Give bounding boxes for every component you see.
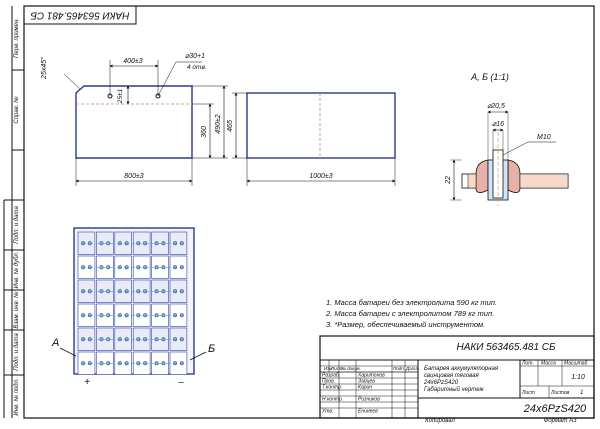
plan-plus: + (84, 377, 90, 388)
cell-terminal (99, 265, 104, 270)
role-approved: Утв. (322, 409, 333, 415)
sheets-value: 1 (580, 390, 583, 396)
footer-format: Формат А3 (544, 418, 577, 424)
sheet-label: Лист (521, 390, 535, 396)
col-header-sheet: Лист (330, 366, 343, 371)
battery-cell (169, 327, 188, 351)
sheets-label: Листов (550, 390, 570, 396)
cell-terminal (99, 313, 104, 318)
side-strip-cells (4, 69, 24, 376)
title-block (319, 335, 595, 419)
plan-cells (77, 231, 188, 375)
title-name-line-4: Габаритный чертеж (424, 386, 485, 393)
side-label-4: Взам. инв. № (13, 291, 20, 329)
cell-terminal (99, 241, 104, 246)
col-header-date: Дата (405, 366, 418, 371)
title-doc-code: НАКИ 563465.481 СБ (456, 342, 556, 353)
footer-copied: Копировал (425, 418, 455, 424)
title-designation: 24х6PzS420 (523, 403, 587, 415)
plan-label-a: А (51, 337, 59, 349)
note-2: 2. Масса батареи с электролитом 789 кг т… (325, 309, 494, 318)
front-width: 800±3 (124, 173, 144, 180)
detail-section (450, 110, 569, 206)
plan-label-b-leader (189, 351, 207, 361)
scale-label: Масштаб (564, 361, 588, 367)
plan-label-b: Б (208, 343, 215, 355)
battery-cell (77, 255, 96, 279)
battery-cell (77, 351, 96, 375)
battery-cell (169, 303, 188, 327)
role-norm-control: Н.контр. (322, 397, 343, 403)
detail-d1: ⌀20,5 (487, 103, 505, 110)
plan-minus: – (177, 377, 184, 388)
front-inner-offset: 25±1 (117, 88, 124, 104)
front-hole-count: 4 отв. (187, 64, 207, 71)
title-name-line-1: Батарея аккумуляторная (424, 366, 499, 372)
role-checker: Пров. (322, 379, 335, 385)
detail-d2: ⌀16 (492, 121, 504, 128)
cell-terminal (99, 361, 104, 366)
cell-terminal (99, 289, 104, 294)
col-header-change: Изм (324, 366, 332, 371)
detail-title: А, Б (1:1) (470, 72, 509, 82)
role-developer: Разраб. (322, 373, 340, 379)
note-1: 1. Масса батареи без электролита 590 кг … (326, 298, 497, 307)
front-view (63, 60, 228, 186)
side-label-6: Инв. № подл. (13, 378, 20, 415)
side-label-2: Подп. и дата (14, 206, 20, 244)
side-label-5: Подп. и дата (14, 333, 20, 371)
battery-cell (169, 351, 188, 375)
side-view (232, 92, 396, 186)
side-height: 465 (227, 120, 234, 132)
side-label-0: Перв. примен. (14, 18, 20, 58)
battery-cell (77, 279, 96, 303)
doc-code-rotated: НАКИ 563465.481 СБ (30, 9, 130, 20)
note-3: 3. *Размер, обеспечиваемый инструментом. (326, 320, 485, 329)
mass-label: Масса (541, 361, 556, 367)
front-hole-diam: ⌀30+1 (185, 53, 205, 60)
side-label-1: Справ. № (13, 96, 20, 124)
detail-thread: М10 (537, 134, 551, 141)
side-label-3: Инв. № дубл. (13, 252, 20, 289)
battery-cell (169, 279, 188, 303)
person-tech-control: Карин (358, 385, 372, 391)
person-norm-control: Ризников (358, 397, 380, 403)
col-header-docnum: № докум. (341, 366, 361, 371)
drawing-frame (23, 5, 595, 419)
lit-label: Лит. (521, 361, 534, 367)
plan-label-a-leader (59, 347, 77, 357)
person-checker: Зайцев (358, 378, 375, 385)
battery-cell (77, 303, 96, 327)
detail-height: 22 (445, 176, 452, 185)
front-chamfer: 25х45° (40, 57, 48, 80)
cell-terminal (99, 337, 104, 342)
front-hole-dim: 400±3 (123, 58, 143, 65)
scale-value: 1:10 (571, 374, 585, 381)
battery-cell (169, 231, 188, 255)
front-height-outer: 490±2 (215, 114, 222, 134)
battery-cell (169, 255, 188, 279)
person-developer: Харитонов (357, 373, 385, 379)
role-tech-control: Т.контр. (322, 385, 342, 391)
front-height-inner: 360 (201, 126, 208, 138)
title-name-line-3: 24х6PzS420 (423, 380, 459, 386)
person-approved: Енинеев (358, 409, 378, 415)
side-length: 1000±3 (309, 173, 332, 180)
doc-code-box (23, 5, 137, 25)
title-name-line-2: свинцовая тяговая (424, 373, 479, 379)
battery-cell (77, 231, 96, 255)
col-header-sign: Подп. (393, 366, 405, 371)
battery-cell (77, 327, 96, 351)
